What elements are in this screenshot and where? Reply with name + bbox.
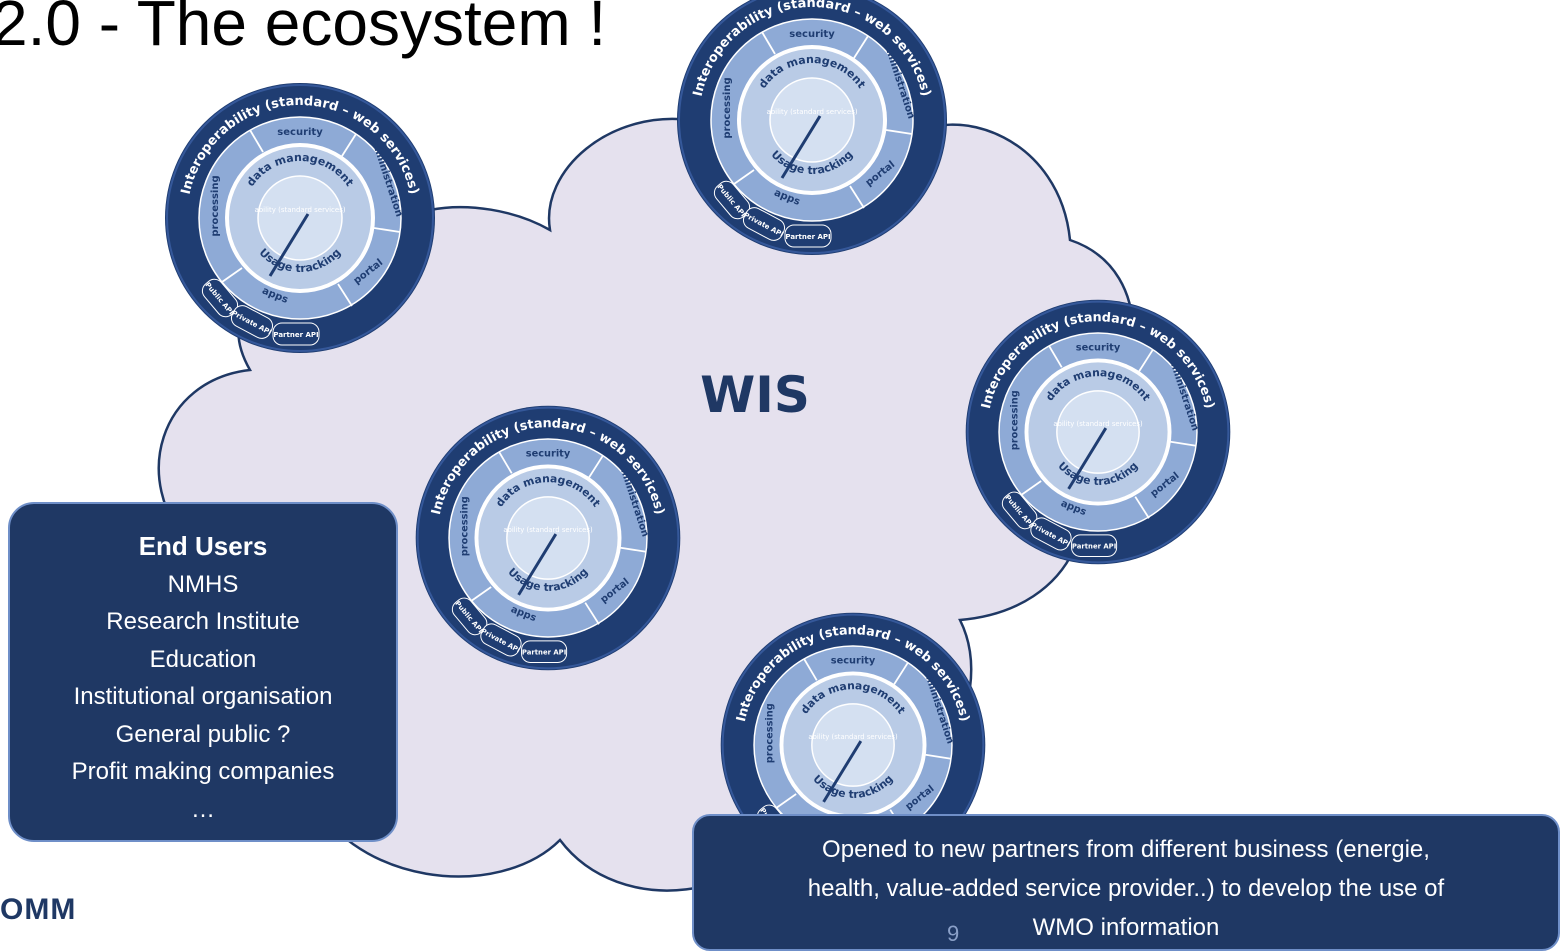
end-user-item: General public ? [115, 720, 291, 748]
partners-note-line: Opened to new partners from different bu… [822, 836, 1430, 863]
slide-title: 2.0 - The ecosystem ! [0, 0, 607, 59]
end-users-box: End Users NMHS Research Institute Educat… [8, 502, 398, 842]
new-partners-note: Opened to new partners from different bu… [692, 814, 1560, 951]
omm-logo: OMM [0, 893, 77, 926]
end-users-heading: End Users [138, 531, 268, 561]
end-user-item: Institutional organisation [73, 683, 333, 710]
page-number: 9 [947, 921, 960, 946]
service-wheel-3 [964, 298, 1232, 566]
service-wheel-4 [414, 404, 682, 672]
wis-label: WIS [700, 366, 810, 424]
end-user-item: Profit making companies [71, 758, 335, 785]
end-user-item: NMHS [167, 570, 239, 598]
partners-note-line: health, value-added service provider..) … [807, 875, 1445, 902]
partners-note-line: WMO information [1032, 914, 1220, 941]
end-user-item: Research Institute [106, 608, 300, 635]
end-user-item: Education [149, 645, 257, 673]
end-user-item: … [191, 795, 215, 823]
service-wheel-1 [163, 81, 437, 355]
